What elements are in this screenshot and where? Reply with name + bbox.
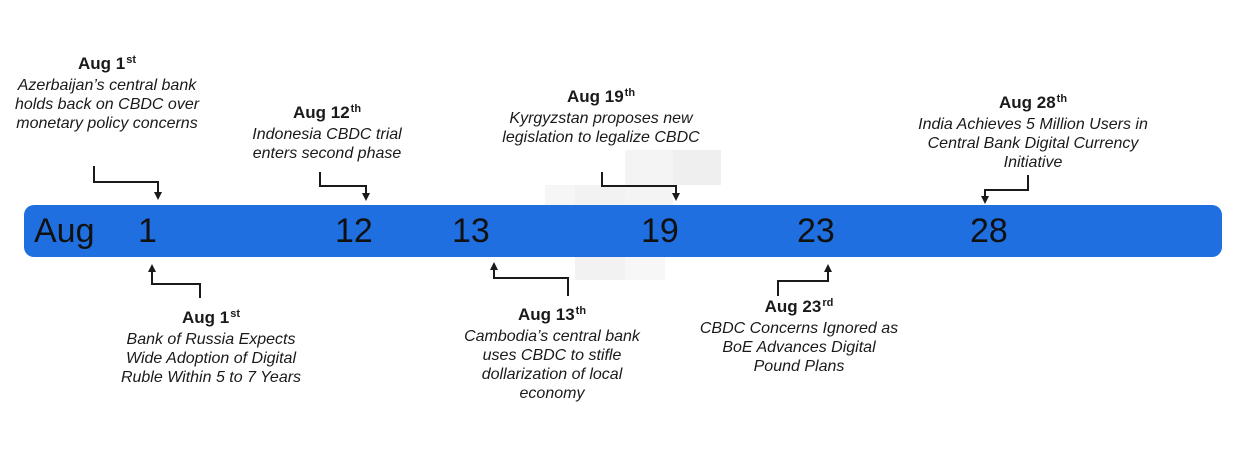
event-date: Aug 23rd <box>764 297 834 316</box>
event-date: Aug 28th <box>998 93 1068 112</box>
event-description: Indonesia CBDC trial enters second phase <box>252 126 402 162</box>
event-description: Cambodia’s central bank uses CBDC to sti… <box>464 328 640 402</box>
timeline-bar <box>24 205 1222 257</box>
event-aug-13-cambodia: Aug 13th Cambodia’s central bank uses CB… <box>452 300 652 403</box>
event-description: CBDC Concerns Ignored as BoE Advances Di… <box>699 320 899 375</box>
event-aug-28-india: Aug 28th India Achieves 5 Million Users … <box>916 88 1151 172</box>
event-date: Aug 1st <box>181 308 241 327</box>
event-aug-23-boe: Aug 23rd CBDC Concerns Ignored as BoE Ad… <box>699 292 899 376</box>
day-mark-23: 23 <box>797 212 835 250</box>
event-description: Bank of Russia Expects Wide Adoption of … <box>120 331 302 386</box>
event-aug-1-azerbaijan: Aug 1st Azerbaijan’s central bank holds … <box>7 49 207 133</box>
day-mark-1: 1 <box>138 212 157 250</box>
connector-aug23 <box>777 264 832 296</box>
event-date: Aug 19th <box>566 87 636 106</box>
event-aug-12-indonesia: Aug 12th Indonesia CBDC trial enters sec… <box>237 98 417 163</box>
event-description: India Achieves 5 Million Users in Centra… <box>918 116 1148 171</box>
day-mark-28: 28 <box>970 212 1008 250</box>
event-date: Aug 12th <box>292 103 362 122</box>
event-aug-1-russia: Aug 1st Bank of Russia Expects Wide Adop… <box>111 303 311 387</box>
connector-aug12 <box>319 172 370 201</box>
event-description: Kyrgyzstan proposes new legislation to l… <box>502 110 700 146</box>
timeline-month-label: Aug <box>34 212 95 250</box>
connector-aug1-below <box>148 264 201 298</box>
connector-aug1-above <box>93 166 162 200</box>
event-date: Aug 13th <box>517 305 587 324</box>
connector-aug19 <box>601 172 680 201</box>
connector-aug13 <box>490 262 569 296</box>
day-mark-12: 12 <box>335 212 373 250</box>
event-description: Azerbaijan’s central bank holds back on … <box>14 77 200 132</box>
event-date: Aug 1st <box>77 54 137 73</box>
day-mark-13: 13 <box>452 212 490 250</box>
connector-aug28 <box>981 175 1029 204</box>
day-mark-19: 19 <box>641 212 679 250</box>
event-aug-19-kyrgyzstan: Aug 19th Kyrgyzstan proposes new legisla… <box>496 82 706 147</box>
